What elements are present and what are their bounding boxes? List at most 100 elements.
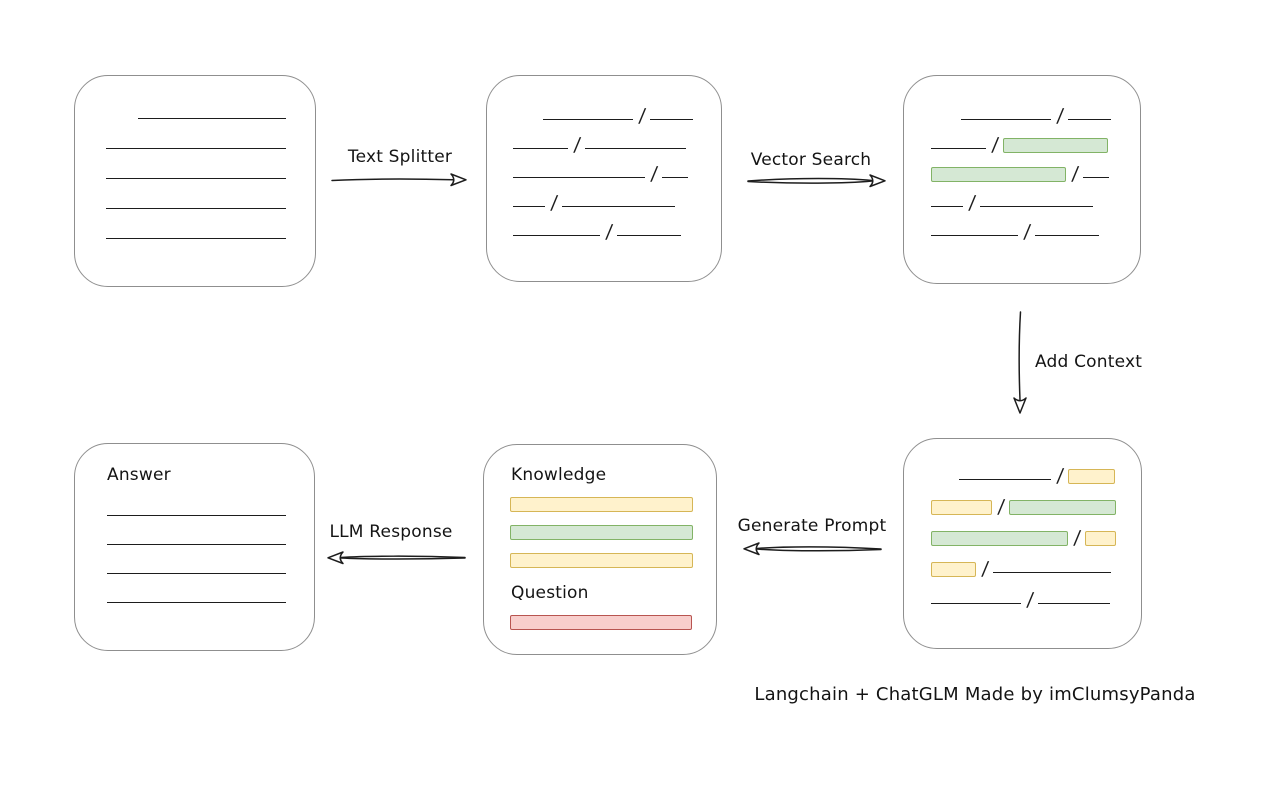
text-line-row [107,577,286,606]
vector-search-label: Vector Search [750,150,872,170]
text-line [931,148,986,149]
chunk-separator-slash: / [604,221,614,243]
text-line [961,119,1051,120]
text-line-row: / [513,153,721,185]
chunk-separator-slash: / [1070,163,1080,185]
text-line [107,573,286,574]
knowledge-bars [510,497,693,581]
yellow-highlight-chip [1085,531,1117,546]
text-line-row: / [931,153,1140,185]
text-line [585,148,687,149]
yellow-bar [510,497,693,512]
chunk-separator-slash: / [967,192,977,214]
answer-text-lines [107,490,286,606]
text-line-row [106,92,315,122]
text-line [980,206,1094,207]
answer-box: Answer [74,443,315,651]
text-line [959,479,1051,480]
text-line [650,119,694,120]
add-context-label: Add Context [1035,352,1143,372]
vector-match-rows: / / / / / [904,76,1140,243]
question-bars [510,615,692,643]
text-line-row: / [931,124,1140,156]
green-highlight-chip [931,531,1068,546]
text-line-row [106,152,315,182]
text-line [931,603,1021,604]
text-line-row: / [931,546,1141,580]
text-line [543,119,633,120]
text-line [513,235,600,236]
text-splitter-label: Text Splitter [347,147,453,167]
text-line-row: / [931,182,1140,214]
chunk-separator-slash: / [1022,221,1032,243]
text-line-row: / [931,515,1141,549]
llm-response-arrow-icon [327,551,466,565]
chunk-separator-slash: / [1025,589,1035,611]
generate-prompt-label: Generate Prompt [737,516,887,536]
text-line-row: / [931,453,1141,487]
chunk-separator-slash: / [1055,105,1065,127]
text-line [107,602,286,603]
vector-search-arrow-icon [747,174,886,188]
text-line [931,235,1018,236]
text-line [513,177,645,178]
text-line-row: / [513,182,721,214]
text-line [662,177,689,178]
text-line-row: / [513,95,721,127]
text-line-row [107,490,286,519]
text-line [106,148,286,149]
text-line [1035,235,1100,236]
knowledge-label: Knowledge [511,465,607,485]
split-chunks-box: / / / / / [486,75,722,282]
yellow-highlight-chip [931,562,976,577]
answer-label: Answer [107,465,171,485]
text-line [562,206,676,207]
generate-prompt-arrow-icon [743,542,882,556]
chunk-separator-slash: / [549,192,559,214]
chunk-separator-slash: / [990,134,1000,156]
text-line [1083,177,1110,178]
text-line [1068,119,1112,120]
text-line [107,544,286,545]
yellow-bar [510,553,693,568]
credits-caption: Langchain + ChatGLM Made by imClumsyPand… [754,684,1196,705]
yellow-highlight-chip [1068,469,1116,484]
text-line [106,178,286,179]
vector-search-result-box: / / / / / [903,75,1141,284]
split-text-rows: / / / / / [487,76,721,243]
add-context-arrow-icon [1013,311,1027,414]
indent-gap [931,483,959,484]
chunk-separator-slash: / [637,105,647,127]
red-bar [510,615,692,630]
text-line-row: / [513,124,721,156]
text-line-row [106,212,315,242]
chunk-separator-slash: / [980,558,990,580]
text-line [106,238,286,239]
text-line-row: / [513,211,721,243]
text-line [107,515,286,516]
text-line [1038,603,1111,604]
green-highlight-chip [1003,138,1109,153]
chunk-separator-slash: / [996,496,1006,518]
text-splitter-arrow-icon [331,173,467,187]
indent-gap [106,121,138,122]
context-rows: ///// [904,439,1141,611]
text-line [931,206,963,207]
yellow-highlight-chip [931,500,992,515]
text-line-row: / [931,484,1141,518]
green-highlight-chip [931,167,1066,182]
text-line-row [106,122,315,152]
text-line-row [106,182,315,212]
text-line [106,208,286,209]
chunk-separator-slash: / [649,163,659,185]
text-line-row: / [931,211,1140,243]
question-label: Question [511,583,589,603]
indent-gap [931,123,961,124]
text-line [513,206,545,207]
text-line-row: / [931,95,1140,127]
text-line-row [107,519,286,548]
context-chunks-box: ///// [903,438,1142,649]
chunk-separator-slash: / [572,134,582,156]
llm-response-label: LLM Response [329,522,453,542]
